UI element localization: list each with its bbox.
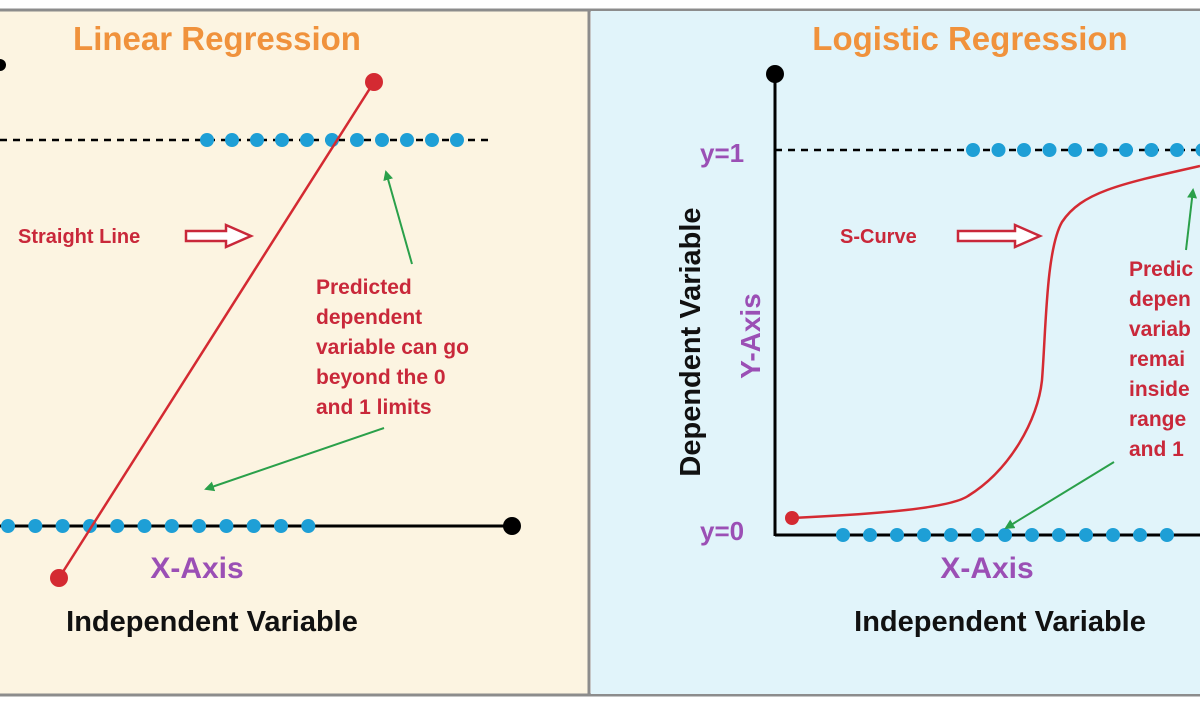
sample-dot bbox=[1144, 143, 1159, 157]
y0-label: y=0 bbox=[700, 516, 744, 546]
logistic-note-line: inside bbox=[1129, 378, 1190, 401]
straight-line-bottom-endpoint bbox=[50, 569, 68, 587]
sample-dot bbox=[1068, 143, 1082, 157]
sample-dot bbox=[966, 143, 980, 157]
sample-dot bbox=[55, 519, 70, 533]
sample-dot bbox=[836, 528, 850, 542]
linear-note-arrow-up bbox=[383, 170, 413, 265]
sample-dot bbox=[991, 143, 1006, 157]
sample-dot bbox=[110, 519, 125, 533]
logistic-y-caption: Dependent Variable bbox=[675, 207, 707, 476]
sample-dot bbox=[998, 528, 1012, 542]
y1-label: y=1 bbox=[700, 138, 744, 168]
sample-dot bbox=[275, 133, 289, 147]
logistic-x-axis-label: X-Axis bbox=[940, 552, 1033, 585]
logistic-y-axis-label: Y-Axis bbox=[735, 293, 766, 379]
logistic-note-line: and 1 bbox=[1129, 438, 1184, 461]
sample-dot bbox=[225, 133, 239, 147]
logistic-note-arrow-down bbox=[1004, 461, 1115, 530]
sample-dot bbox=[300, 133, 314, 147]
sample-dot bbox=[1170, 143, 1184, 157]
sample-dot bbox=[1079, 528, 1093, 542]
sample-dot bbox=[200, 133, 214, 147]
linear-upper-dots bbox=[200, 133, 464, 147]
linear-note-arrow-down bbox=[204, 427, 385, 492]
logistic-note-line: variab bbox=[1129, 318, 1191, 341]
sample-dot bbox=[1017, 143, 1031, 157]
sample-dot bbox=[137, 519, 152, 533]
straight-line-pointer-arrow bbox=[184, 223, 255, 249]
logistic-s-curve bbox=[791, 164, 1200, 520]
logistic-y-axis-endpoint bbox=[766, 65, 784, 83]
sample-dot bbox=[425, 133, 439, 147]
logistic-note-line: remai bbox=[1129, 348, 1185, 371]
logistic-title: Logistic Regression bbox=[812, 20, 1127, 57]
logistic-regression-panel: Logistic Regression y=1 y=0 Dependent Va… bbox=[591, 11, 1200, 694]
logistic-upper-dots bbox=[966, 143, 1200, 157]
s-curve-label: S-Curve bbox=[840, 226, 917, 248]
sample-dot bbox=[1025, 528, 1039, 542]
sample-dot bbox=[1093, 143, 1108, 157]
sample-dot bbox=[1160, 528, 1174, 542]
linear-x-axis-label: X-Axis bbox=[150, 552, 243, 585]
sample-dot bbox=[890, 528, 904, 542]
sample-dot bbox=[1106, 528, 1120, 542]
logistic-x-caption: Independent Variable bbox=[854, 606, 1146, 638]
sample-dot bbox=[971, 528, 985, 542]
sample-dot bbox=[917, 528, 931, 542]
logistic-note-line: depen bbox=[1129, 288, 1191, 311]
straight-line-label: Straight Line bbox=[18, 226, 140, 248]
s-curve-start-point bbox=[785, 511, 799, 525]
s-curve-pointer-arrow bbox=[956, 223, 1044, 249]
linear-lower-dots bbox=[1, 519, 316, 533]
sample-dot bbox=[164, 519, 179, 533]
linear-note-line: and 1 limits bbox=[316, 396, 432, 419]
sample-dot bbox=[400, 133, 414, 147]
sample-dot bbox=[1042, 143, 1057, 157]
sample-dot bbox=[219, 519, 234, 533]
linear-note-line: dependent bbox=[316, 306, 422, 329]
linear-x-caption: Independent Variable bbox=[66, 606, 358, 638]
straight-line-top-endpoint bbox=[365, 73, 383, 91]
logistic-note-arrow-up bbox=[1185, 188, 1198, 251]
sample-dot bbox=[1119, 143, 1133, 157]
linear-panel-background bbox=[0, 10, 588, 695]
linear-note: Predicted dependent variable can go beyo… bbox=[316, 276, 475, 419]
sample-dot bbox=[1133, 528, 1147, 542]
linear-note-line: variable can go bbox=[316, 336, 469, 359]
logistic-note-line: range bbox=[1129, 408, 1186, 431]
sample-dot bbox=[192, 519, 207, 533]
linear-title: Linear Regression bbox=[73, 20, 361, 57]
linear-note-line: Predicted bbox=[316, 276, 412, 299]
sample-dot bbox=[375, 133, 389, 147]
linear-regression-panel: Linear Regression Straight Line Predicte… bbox=[0, 8, 1200, 697]
sample-dot bbox=[450, 133, 464, 147]
sample-dot bbox=[274, 519, 288, 533]
sample-dot bbox=[1195, 143, 1200, 157]
sample-dot bbox=[1052, 528, 1066, 542]
sample-dot bbox=[944, 528, 958, 542]
sample-dot bbox=[350, 133, 364, 147]
sample-dot bbox=[1, 519, 15, 533]
logistic-note-line: Predic bbox=[1129, 258, 1194, 281]
sample-dot bbox=[246, 519, 261, 533]
logistic-note: Predic depen variab remai inside range a… bbox=[1129, 258, 1199, 461]
sample-dot bbox=[28, 519, 43, 533]
linear-note-line: beyond the 0 bbox=[316, 366, 446, 389]
straight-regression-line bbox=[57, 81, 376, 579]
sample-dot bbox=[863, 528, 877, 542]
linear-y-axis-endpoint bbox=[0, 59, 6, 71]
sample-dot bbox=[250, 133, 264, 147]
sample-dot bbox=[301, 519, 316, 533]
logistic-panel-background bbox=[591, 11, 1200, 694]
linear-x-axis-endpoint bbox=[503, 517, 521, 535]
logistic-lower-dots bbox=[836, 528, 1174, 542]
